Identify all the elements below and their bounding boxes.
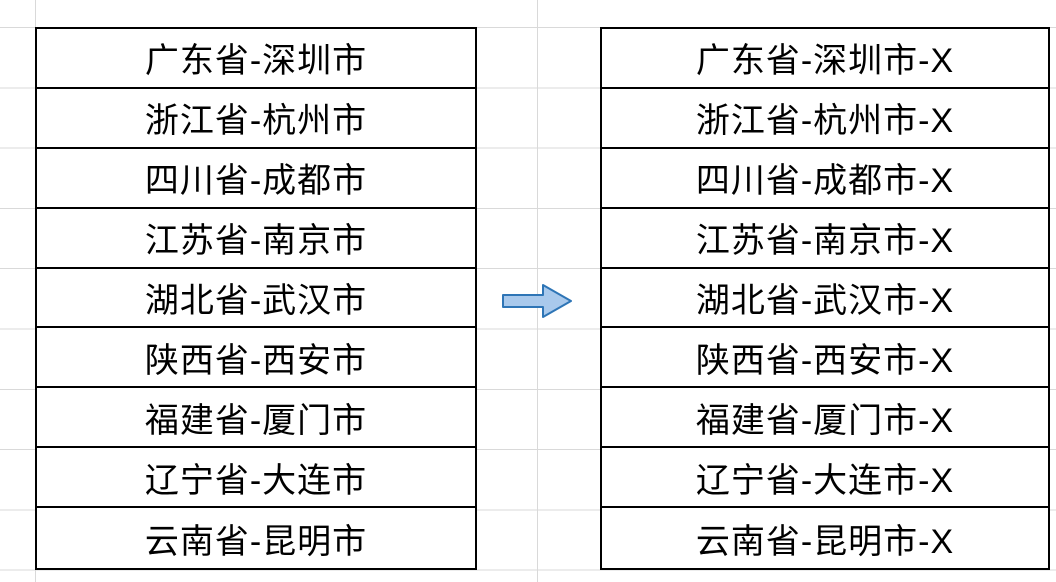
source-cell[interactable]: 江苏省-南京市 — [37, 209, 475, 269]
result-cell[interactable]: 福建省-厦门市-X — [602, 388, 1048, 449]
right-block-arrow-icon[interactable] — [501, 281, 575, 321]
source-cell[interactable]: 陕西省-西安市 — [37, 328, 475, 389]
source-cell[interactable]: 广东省-深圳市 — [37, 29, 475, 89]
result-cell[interactable]: 江苏省-南京市-X — [602, 209, 1048, 269]
source-cell[interactable]: 福建省-厦门市 — [37, 388, 475, 449]
source-cell[interactable]: 浙江省-杭州市 — [37, 89, 475, 149]
result-cell[interactable]: 浙江省-杭州市-X — [602, 89, 1048, 149]
source-cell[interactable]: 四川省-成都市 — [37, 149, 475, 209]
result-cell[interactable]: 辽宁省-大连市-X — [602, 448, 1048, 509]
source-column-range: 广东省-深圳市 浙江省-杭州市 四川省-成都市 江苏省-南京市 湖北省-武汉市 … — [35, 27, 477, 570]
result-column-range: 广东省-深圳市-X 浙江省-杭州市-X 四川省-成都市-X 江苏省-南京市-X … — [600, 27, 1050, 570]
result-cell[interactable]: 云南省-昆明市-X — [695, 522, 955, 561]
source-cell[interactable]: 辽宁省-大连市 — [37, 448, 475, 509]
right-block-arrow-shape[interactable] — [502, 284, 572, 318]
result-cell[interactable]: 陕西省-西安市-X — [602, 328, 1048, 389]
result-cell[interactable]: 四川省-成都市-X — [602, 149, 1048, 209]
result-cell[interactable]: 广东省-深圳市-X — [602, 29, 1048, 89]
result-cell[interactable]: 湖北省-武汉市-X — [602, 269, 1048, 329]
source-cell[interactable]: 湖北省-武汉市 — [37, 269, 475, 329]
source-cell[interactable]: 云南省-昆明市 — [144, 522, 368, 561]
